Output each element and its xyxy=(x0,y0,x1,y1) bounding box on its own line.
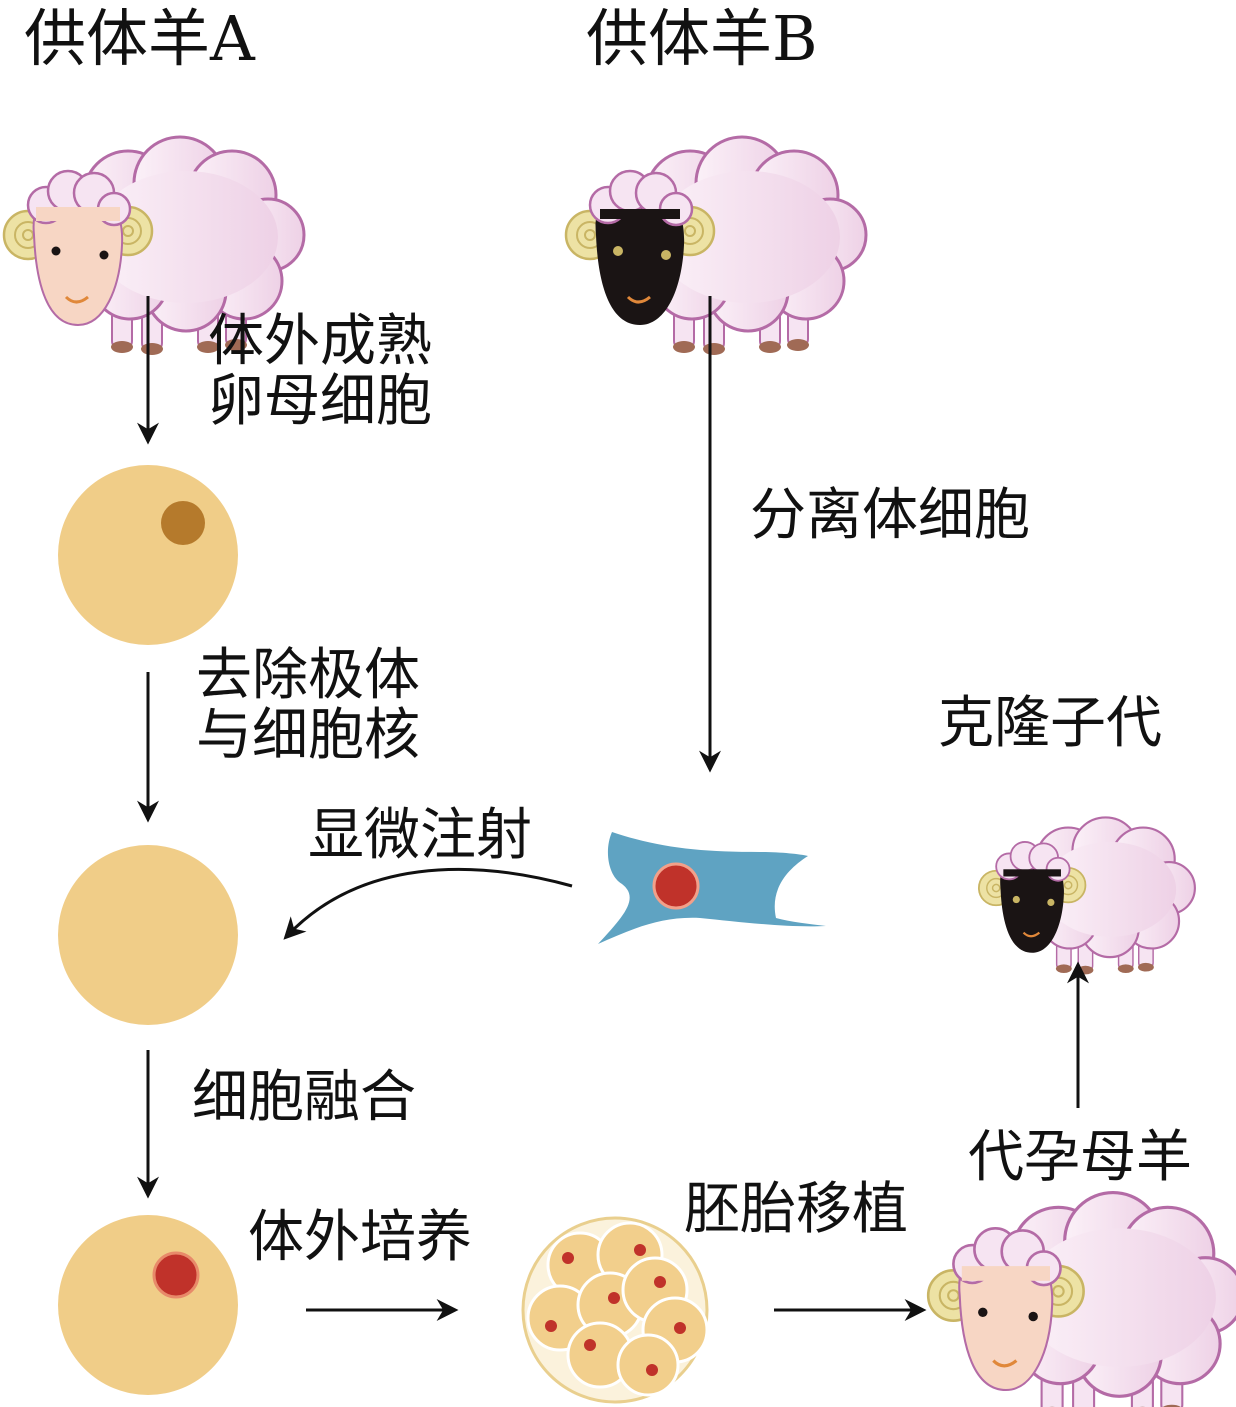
surrogate-sheep-icon xyxy=(926,1191,1236,1407)
enucleated-oocyte-icon xyxy=(58,845,238,1025)
remove-nucleus-label-line1: 去除极体 xyxy=(196,643,420,708)
embryo-cluster-icon xyxy=(521,1216,709,1404)
embryo-transfer-label: 胚胎移植 xyxy=(684,1177,908,1242)
flow-arrows xyxy=(137,296,1089,1321)
mature-oocyte-label: 体外成熟 卵母细胞 xyxy=(208,309,432,435)
sheep-black-face-icon xyxy=(564,135,868,357)
donor-a-label: 供体羊A xyxy=(24,2,255,75)
clone-sheep-icon xyxy=(977,816,1196,976)
microinjection-label: 显微注射 xyxy=(308,803,532,868)
clone-offspring-label: 克隆子代 xyxy=(938,691,1162,756)
somatic-cell-icon xyxy=(598,832,826,944)
isolate-somatic-label: 分离体细胞 xyxy=(750,483,1030,548)
reconstructed-oocyte-icon xyxy=(58,1215,238,1395)
arrow-microinjection xyxy=(283,867,573,940)
mature-oocyte-label-line2: 卵母细胞 xyxy=(208,369,432,435)
remove-nucleus-label-line2: 与细胞核 xyxy=(196,703,420,769)
remove-nucleus-label: 去除极体 与细胞核 xyxy=(196,643,420,769)
oocyte-icon xyxy=(58,465,238,645)
in-vitro-culture-label: 体外培养 xyxy=(248,1205,472,1270)
donor-b-label: 供体羊B xyxy=(586,2,818,75)
cell-fusion-label: 细胞融合 xyxy=(192,1065,416,1130)
mature-oocyte-label-line1: 体外成熟 xyxy=(208,309,432,374)
surrogate-ewe-label: 代孕母羊 xyxy=(968,1125,1192,1190)
